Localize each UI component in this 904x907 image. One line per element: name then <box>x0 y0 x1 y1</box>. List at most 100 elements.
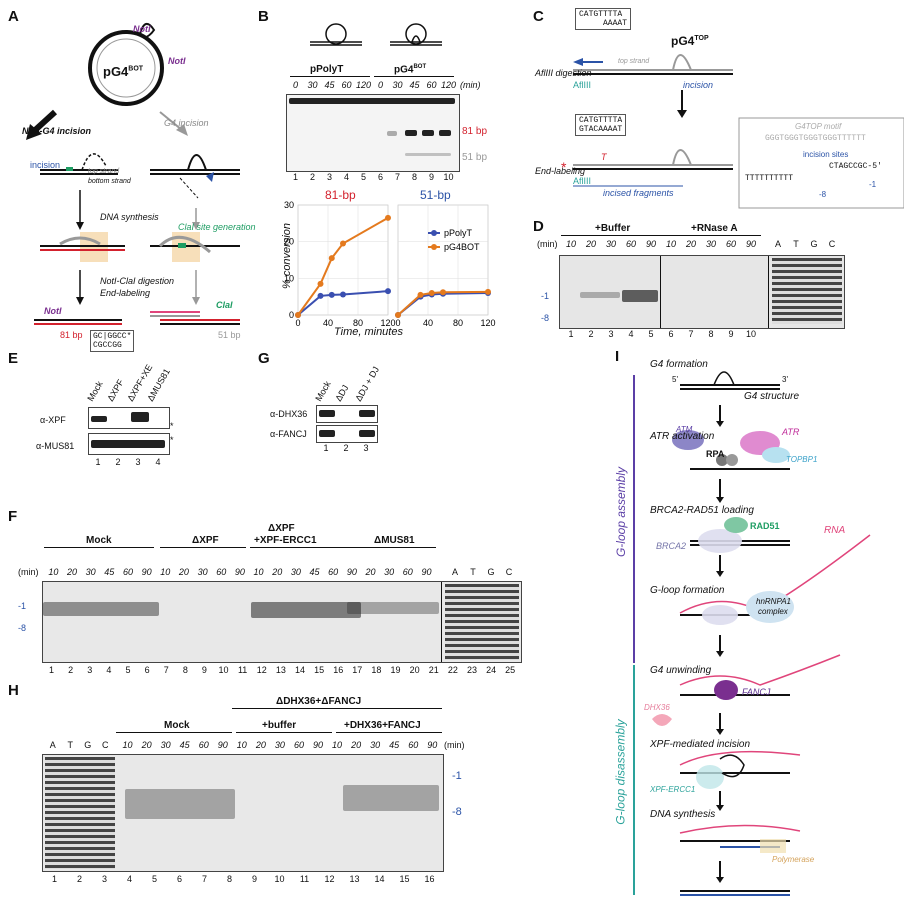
f-time-label: 20 <box>272 567 283 577</box>
b-xlabel: Time, minutes <box>334 326 403 338</box>
i-atr-activation: ATR activation <box>650 431 715 442</box>
f-time-label: 10 <box>253 567 264 577</box>
chart-legend-marker <box>431 230 437 236</box>
a-81bp: 81 bp <box>60 330 83 340</box>
chart-xtick-label: 80 <box>353 318 363 328</box>
chart-xtick-label: 40 <box>323 318 333 328</box>
d-min: (min) <box>537 239 558 249</box>
f-group-mock: Mock <box>86 535 112 546</box>
b-time-label: 30 <box>392 80 403 90</box>
i-g4-unwinding: G4 unwinding <box>650 665 712 676</box>
f-band <box>43 602 159 616</box>
f-time-label: 45 <box>309 567 320 577</box>
h-time-label: 20 <box>351 740 362 750</box>
chart-plot-area <box>397 204 489 316</box>
a-plasmid-name: pG4BOT <box>103 64 144 79</box>
c-minus8: -8 <box>819 190 827 199</box>
b-lane-number: 4 <box>343 172 349 182</box>
b-gel <box>286 94 460 172</box>
i-g4-structure: G4 structure <box>744 391 800 402</box>
f-lane-number: 13 <box>275 665 286 675</box>
f-time-label: 30 <box>384 567 395 577</box>
h-lane-number: 2 <box>76 874 82 884</box>
f-lane-number: 22 <box>447 665 458 675</box>
chart-xtick-label: 80 <box>453 318 463 328</box>
panel-label-f: F <box>8 508 18 525</box>
b-pg4-underline <box>374 76 454 77</box>
d-buffer: +Buffer <box>595 223 631 234</box>
f-time-label: 10 <box>160 567 171 577</box>
chart-xtick-label: 0 <box>395 318 400 328</box>
f-lane-number: 9 <box>201 665 207 675</box>
f-time-label: 60 <box>328 567 339 577</box>
h-time-label: 30 <box>274 740 285 750</box>
b-band <box>439 130 451 136</box>
f-underline <box>160 547 246 548</box>
i-g4-formation: G4 formation <box>650 359 708 370</box>
f-lane-number: 17 <box>352 665 363 675</box>
b-lane-number: 5 <box>360 172 366 182</box>
f-time-label: 45 <box>104 567 115 577</box>
chart-legend-marker <box>431 244 437 250</box>
b-81bp: 81 bp <box>462 126 488 137</box>
i-gloop-formation: G-loop formation <box>650 585 725 596</box>
panel-label-i: I <box>615 348 620 365</box>
f-time-label: 90 <box>234 567 245 577</box>
c-afliii-digestion: AflIII digestion <box>535 68 592 78</box>
b-time-label: 45 <box>324 80 335 90</box>
i-brca2-loading: BRCA2-RAD51 loading <box>650 505 754 516</box>
d-time-label: 60 <box>625 239 636 249</box>
d-time-label: 30 <box>605 239 616 249</box>
chart-xtick-label: 0 <box>295 318 300 328</box>
h-time-label: 20 <box>255 740 266 750</box>
d-lane-number: 4 <box>628 329 634 339</box>
i-xpf-ercc1: XPF-ERCC1 <box>650 785 696 794</box>
f-group-xpf-ercc1: +XPF-ERCC1 <box>254 535 317 546</box>
b-well-band <box>289 98 455 104</box>
d-lane-number: 9 <box>728 329 734 339</box>
h-underline <box>336 732 442 733</box>
panel-h: ΔDHX36+ΔFANCJ Mock +buffer +DHX36+FANCJ … <box>0 680 530 907</box>
c-seq3: CTAGCCGC-5' <box>829 162 882 171</box>
f-lane-number: 23 <box>466 665 477 675</box>
c-incision: incision <box>683 80 714 90</box>
h-lane-number: 8 <box>226 874 232 884</box>
h-underline <box>236 732 332 733</box>
d-lane-number: 7 <box>688 329 694 339</box>
f-group-dmus81: ΔMUS81 <box>374 535 415 546</box>
h-time-label: 90 <box>427 740 438 750</box>
chart-point <box>395 312 401 318</box>
h-lane-number: 4 <box>126 874 132 884</box>
f-divider <box>441 582 442 662</box>
e-column-header: ΔXPF <box>105 377 126 403</box>
b-time-label: 60 <box>426 80 437 90</box>
i-three-prime: 3' <box>782 375 788 384</box>
h-time-label: 60 <box>408 740 419 750</box>
h-time-label: 10 <box>332 740 343 750</box>
i-gloop-disassembly: G-loop disassembly <box>613 719 628 825</box>
d-time-label: 20 <box>685 239 696 249</box>
b-time-label: 120 <box>440 80 457 90</box>
chart-ytick-label: 10 <box>284 273 294 283</box>
h-time-label: 45 <box>179 740 190 750</box>
g-band <box>319 430 335 437</box>
chart-xtick-label: 120 <box>380 318 395 328</box>
f-group-dxpf: ΔXPF <box>192 535 219 546</box>
d-time-label: 90 <box>645 239 656 249</box>
i-rna: RNA <box>824 525 846 536</box>
f-atgc-label: T <box>470 567 476 577</box>
c-motif-seq: GGGTGGGTGGGTGGGTTTTTT <box>765 134 866 143</box>
d-divider <box>660 256 661 328</box>
e-column-header: Mock <box>85 379 105 403</box>
a-seq-box: GC|GGCC*CGCCGG <box>90 330 135 352</box>
panel-f: Mock ΔXPF ΔXPF +XPF-ERCC1 ΔMUS81 (min) 1… <box>0 505 530 680</box>
d-band <box>580 292 620 298</box>
chart-point <box>417 291 424 298</box>
h-rescue: +DHX36+FANCJ <box>344 720 421 731</box>
